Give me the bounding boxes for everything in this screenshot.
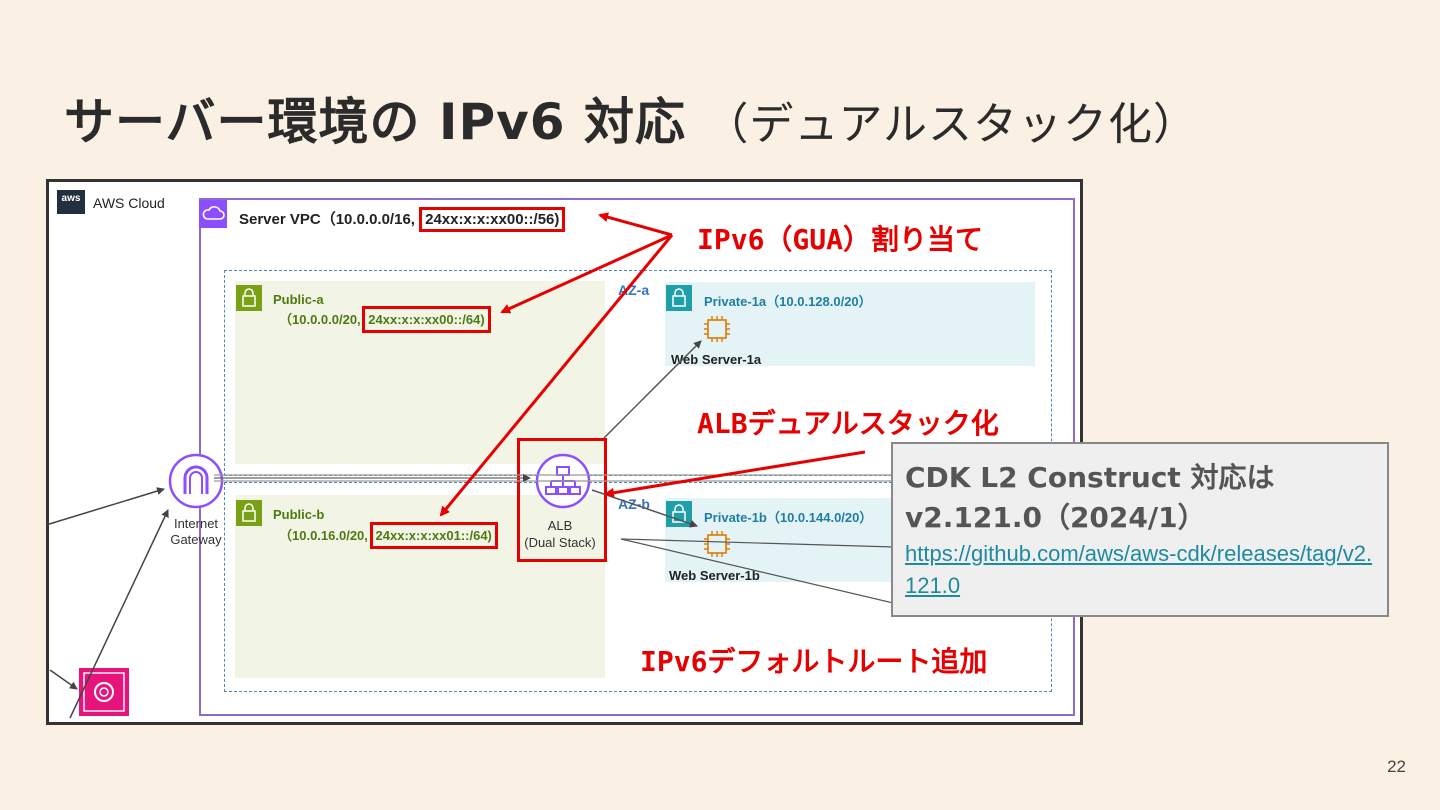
inbound-arrow [49,669,78,690]
public-b-cidr: （10.0.16.0/20, 24xx:x:x:xx01::/64) [279,522,498,549]
public-b-name: Public-b [273,507,325,522]
callout-pointer-line [620,538,894,604]
aws-logo-icon: aws [57,190,85,214]
public-a-ipv4: （10.0.0.0/20, [279,312,361,327]
slide-title: サーバー環境の IPv6 対応 （デュアルスタック化） [64,82,1198,154]
alb-dual-stack-annotation: ALBデュアルスタック化 [697,407,999,440]
inbound-arrow [69,509,169,719]
lock-icon [236,500,262,526]
public-b-ipv4: （10.0.16.0/20, [279,528,368,543]
ec2-chip-icon [700,527,734,565]
callout-pointer-line [620,538,894,548]
alb-line1: ALB [547,518,573,533]
public-a-name: Public-a [273,292,324,307]
igw-line1: Internet [173,516,219,531]
private-1b-name: Private-1b（10.0.144.0/20） [704,510,873,525]
vpc-label: Server VPC（10.0.0.0/16, 24xx:x:x:xx00::/… [239,207,566,232]
vpc-cloud-icon [199,200,227,228]
gua-arrow-public-b [439,234,674,517]
vpc-cidr: Server VPC（10.0.0.0/16, [239,211,415,228]
lock-icon [236,285,262,311]
slide-title-main: サーバー環境の IPv6 対応 [64,93,686,151]
config-gear-icon [79,668,129,720]
ipv6-default-route-annotation: IPv6デフォルトルート追加 [640,645,988,678]
private-1a-name: Private-1a（10.0.128.0/20） [704,294,872,309]
alb-highlight-box [517,438,607,562]
ipv6-gua-annotation: IPv6（GUA）割り当て [697,223,984,256]
public-b-ipv6-range: 24xx:x:x:xx01::/64) [369,522,498,549]
inbound-arrow [45,487,165,526]
az-a-label: AZ-a [618,282,650,298]
callout-title-line1: CDK L2 Construct 対応は [905,461,1275,494]
cdk-callout: CDK L2 Construct 対応は v2.121.0（2024/1） ht… [891,442,1389,617]
alb-to-server-1a-arrow [603,340,702,439]
igw-line2: Gateway [170,532,222,547]
page-number: 22 [1387,757,1406,776]
slide-title-sub: （デュアルスタック化） [704,99,1199,150]
alb-dual-arrow [604,450,866,498]
ec2-chip-icon [700,312,734,350]
public-a-ipv6-range: 24xx:x:x:xx00::/64) [362,306,491,333]
lock-icon [666,285,692,311]
release-link[interactable]: https://github.com/aws/aws-cdk/releases/… [905,541,1373,598]
gua-arrow-public-a [500,233,673,314]
alb-label: ALB (Dual Stack) [519,517,601,551]
internet-gateway-label: Internet Gateway [159,516,233,548]
web-server-1a-label: Web Server-1a [671,352,762,367]
vpc-ipv6-range: 24xx:x:x:xx00::/56) [419,207,566,232]
web-server-1b-label: Web Server-1b [669,568,760,583]
alb-to-server-1b-arrow [591,489,698,528]
public-b-subnet [235,495,605,678]
callout-title-line2: v2.121.0（2024/1） [905,501,1206,534]
gua-arrow-vpc [598,212,673,237]
alb-line2: (Dual Stack) [524,535,596,550]
public-a-subnet [235,281,605,464]
public-a-cidr: （10.0.0.0/20, 24xx:x:x:xx00::/64) [279,306,491,333]
aws-cloud-label: AWS Cloud [93,195,165,211]
